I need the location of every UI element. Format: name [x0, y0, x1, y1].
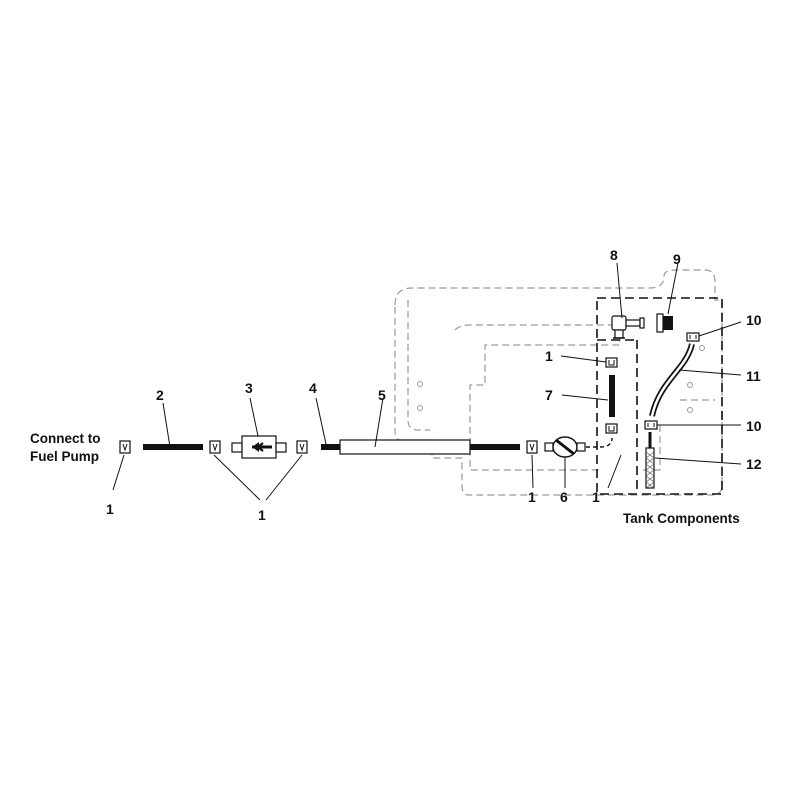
elbow-fitting — [611, 315, 645, 339]
callout-2: 2 — [156, 387, 164, 403]
callout-1: 1 — [528, 489, 536, 505]
tank-components-box — [596, 297, 723, 495]
tank-components-label: Tank Components — [623, 511, 740, 526]
hose-clamp — [686, 332, 700, 342]
fuel-pickup-screen — [645, 432, 655, 489]
callout-11: 11 — [746, 368, 761, 384]
dashed-connection — [586, 437, 613, 448]
hose-clamp — [296, 440, 308, 454]
hose-sleeve-5 — [339, 439, 471, 455]
callout-1: 1 — [592, 489, 600, 505]
callout-8: 8 — [610, 247, 618, 263]
fuel-shutoff-valve — [544, 436, 586, 458]
hose-clamp — [644, 420, 658, 430]
hose-clamp — [119, 440, 131, 454]
callout-10: 10 — [746, 418, 762, 434]
callout-1: 1 — [258, 507, 266, 523]
tank-frame-outline — [394, 269, 723, 496]
callout-6: 6 — [560, 489, 568, 505]
hose-clamp — [605, 357, 618, 368]
callout-7: 7 — [545, 387, 553, 403]
callout-4: 4 — [309, 380, 317, 396]
callout-5: 5 — [378, 387, 386, 403]
callout-10: 10 — [746, 312, 762, 328]
callout-3: 3 — [245, 380, 253, 396]
hose-clamp — [526, 440, 538, 454]
fuel-hose-11 — [649, 343, 695, 417]
hose-clamp — [209, 440, 221, 454]
tank-bushing — [656, 313, 673, 333]
connect-note-line2: Fuel Pump — [30, 449, 99, 464]
connect-note-line1: Connect to — [30, 431, 101, 446]
callout-1: 1 — [545, 348, 553, 364]
inline-fuel-filter — [231, 435, 287, 459]
callout-9: 9 — [673, 251, 681, 267]
callout-12: 12 — [746, 456, 762, 472]
callout-leaders — [112, 262, 742, 501]
hose-clamp — [605, 423, 618, 434]
callout-1: 1 — [106, 501, 114, 517]
